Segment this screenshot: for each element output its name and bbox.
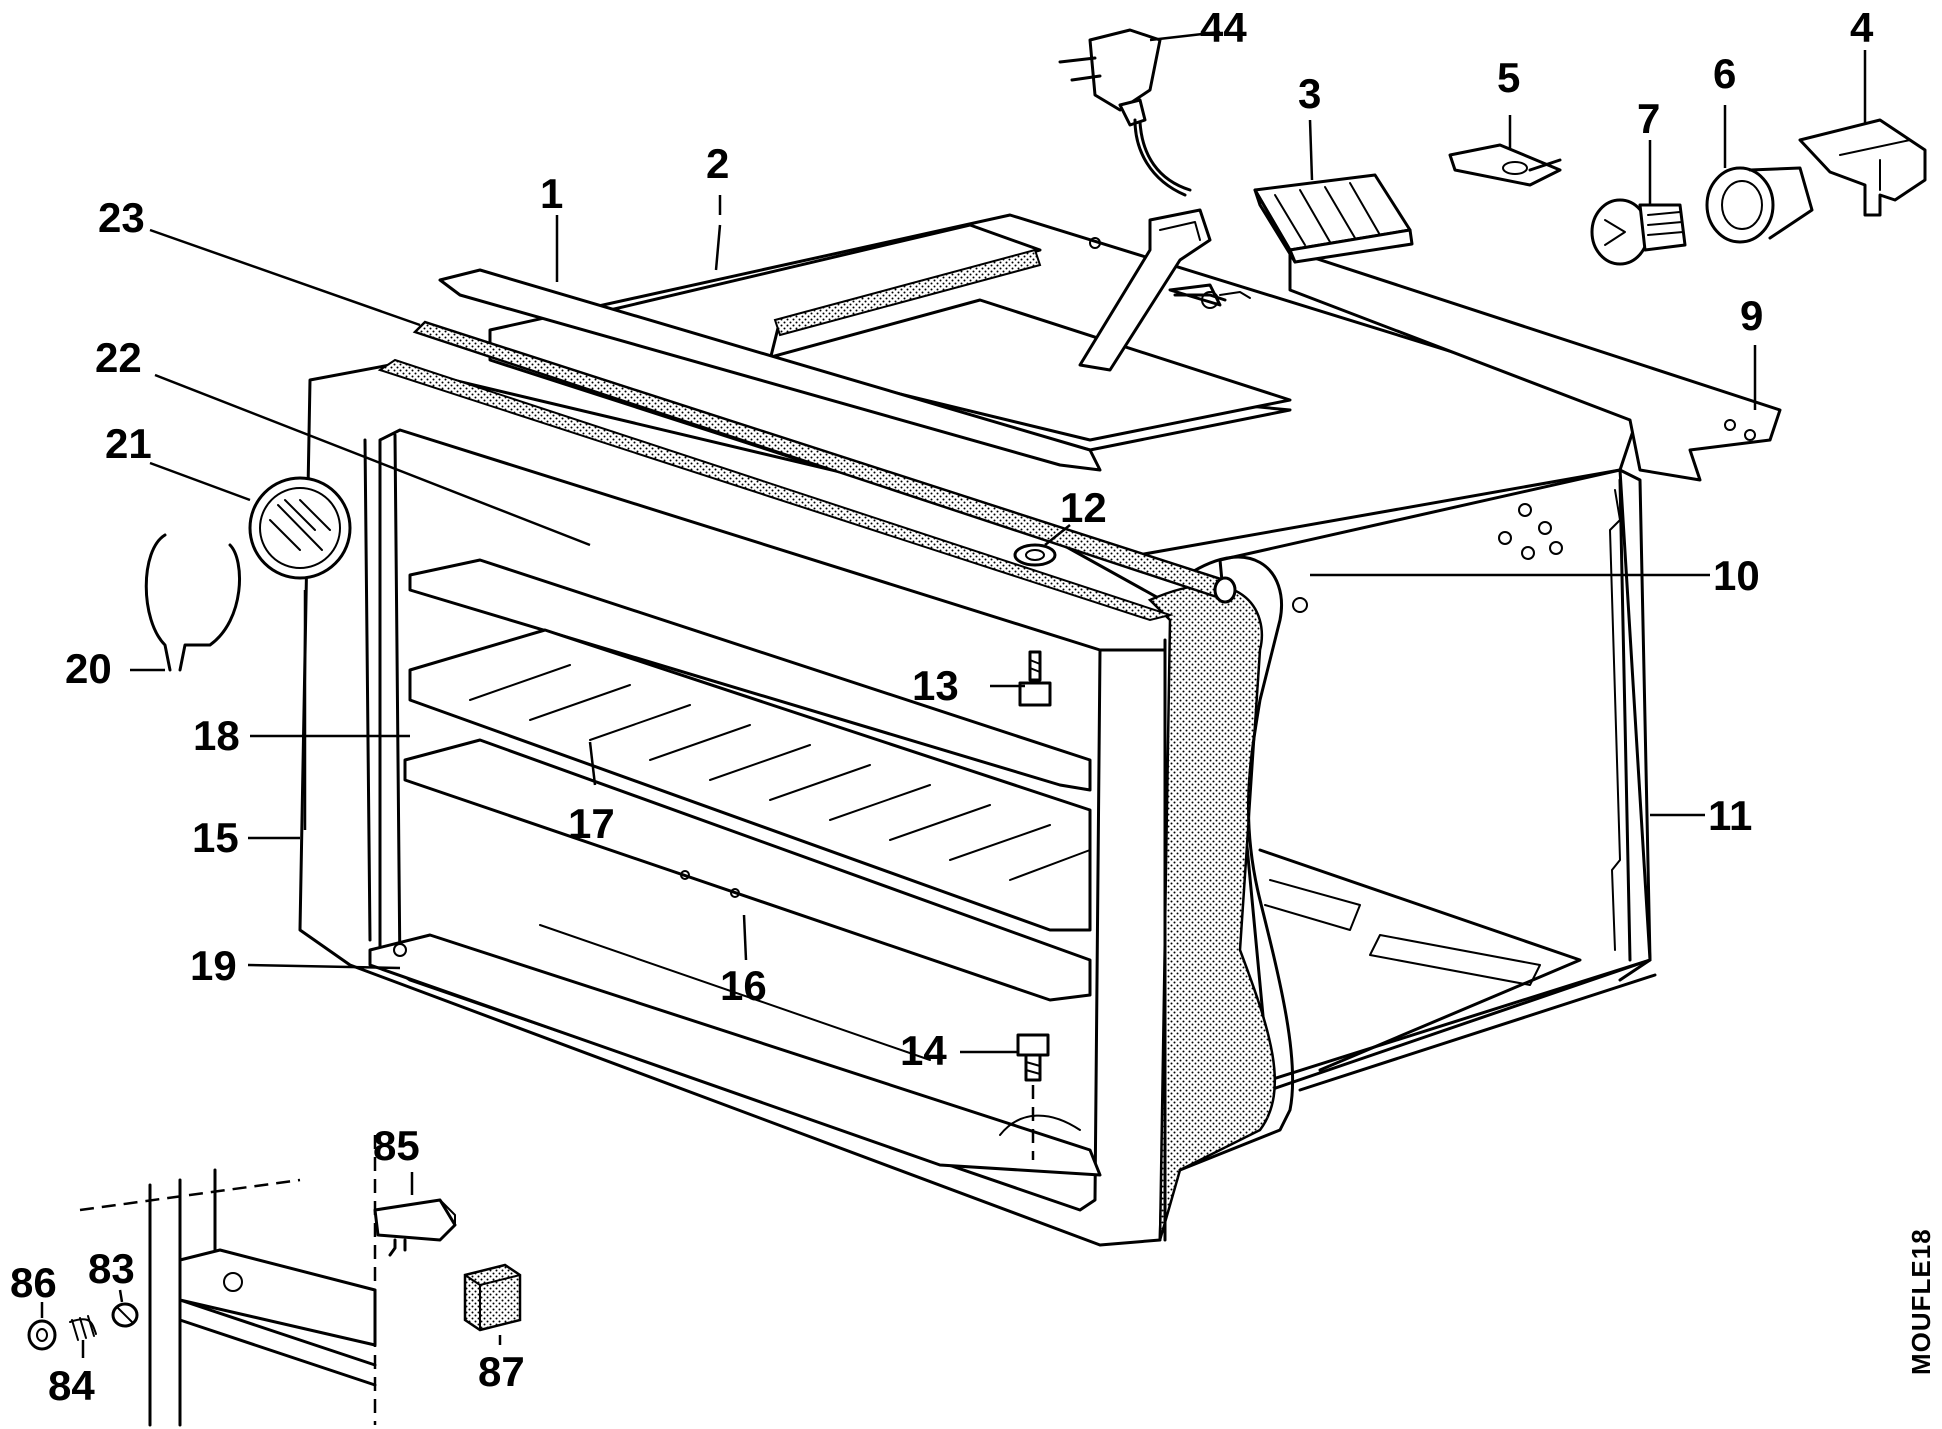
callout-84: 84 (48, 1362, 95, 1409)
callout-10: 10 (1713, 552, 1760, 599)
clip-5 (1448, 143, 1562, 187)
foam-block-87 (463, 1263, 522, 1332)
callout-1: 1 (540, 170, 563, 217)
callout-labels: 1 2 3 4 5 6 7 9 10 11 12 13 14 15 16 17 … (10, 4, 1874, 1409)
callout-44: 44 (1200, 4, 1247, 51)
callout-87: 87 (478, 1348, 525, 1395)
callout-13: 13 (912, 662, 959, 709)
lamp-bracket-4 (1798, 118, 1927, 217)
lamp-glass-21 (248, 476, 352, 580)
callout-11: 11 (1708, 792, 1752, 839)
door-switch-85 (373, 1198, 457, 1257)
callout-15: 15 (192, 814, 239, 861)
callout-16: 16 (720, 962, 767, 1009)
callout-7: 7 (1637, 95, 1660, 142)
callout-3: 3 (1298, 70, 1321, 117)
callout-18: 18 (193, 712, 240, 759)
callout-5: 5 (1497, 54, 1520, 101)
callout-22: 22 (95, 334, 142, 381)
callout-12: 12 (1060, 484, 1107, 531)
callout-4: 4 (1850, 4, 1874, 51)
hinge-inset (79, 1135, 377, 1427)
leader-lines (40, 30, 1867, 1358)
callout-17: 17 (568, 800, 615, 847)
washer-86 (27, 1319, 57, 1351)
callout-19: 19 (190, 942, 237, 989)
callout-6: 6 (1713, 50, 1736, 97)
side-panel-holes (1292, 503, 1563, 613)
diagram-reference-code: MOUFLE18 (1906, 1228, 1936, 1375)
callout-9: 9 (1740, 292, 1763, 339)
oven-cavity (438, 208, 1782, 1092)
callout-23: 23 (98, 194, 145, 241)
terminal-block-3 (1253, 173, 1414, 264)
callout-83: 83 (88, 1245, 135, 1292)
callout-21: 21 (105, 420, 152, 467)
screw-14 (1016, 1033, 1050, 1160)
callout-2: 2 (706, 140, 729, 187)
spring-84 (69, 1315, 97, 1341)
screw-13 (1018, 650, 1052, 707)
callout-85: 85 (373, 1122, 420, 1169)
gasket-tube (412, 320, 1237, 604)
callout-86: 86 (10, 1259, 57, 1306)
bushing-83 (111, 1302, 139, 1328)
lamp-clip-20 (144, 533, 241, 672)
lamp-holder-6 (1705, 166, 1814, 244)
power-plug-44 (1058, 28, 1192, 197)
lamp-bulb-7 (1590, 198, 1687, 266)
callout-14: 14 (900, 1027, 947, 1074)
shelf-supports (368, 558, 1102, 1177)
shelf-slats (469, 664, 1091, 881)
callout-20: 20 (65, 645, 112, 692)
